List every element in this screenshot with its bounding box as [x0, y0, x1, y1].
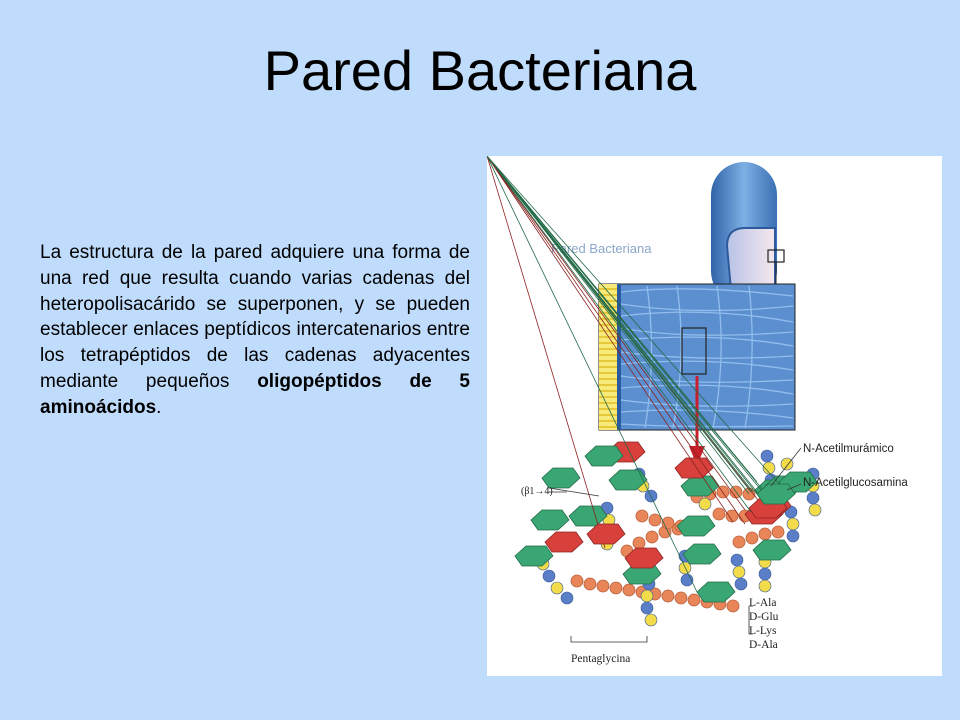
peptidoglycan-network	[487, 156, 822, 627]
pentaglycine-label: Pentaglycina	[571, 653, 630, 665]
aa-d-glu-label: D-Glu	[749, 611, 779, 623]
aa-l-ala-label: L-Ala	[749, 597, 776, 609]
wall-label: Pared Bacteriana	[551, 241, 652, 256]
slide-title: Pared Bacteriana	[263, 39, 697, 102]
body-paragraph: La estructura de la pared adquiere una f…	[40, 240, 470, 421]
bacterium-cell	[711, 162, 785, 306]
paragraph-end: .	[156, 396, 162, 418]
label-leaders	[548, 447, 802, 643]
nag-label: N-Acetilglucosamina	[803, 477, 908, 489]
paragraph-bold-text: oligopéptidos de 5 aminoácidos	[40, 370, 471, 418]
amino-acid-legend: L-Ala D-Glu L-Lys D-Ala	[749, 597, 779, 651]
paragraph-text: La estructura de la pared adquiere una f…	[40, 242, 470, 392]
aa-l-lys-label: L-Lys	[749, 625, 777, 637]
bacterial-wall-figure: Pared Bacteriana	[487, 156, 942, 676]
nam-label: N-Acetilmurámico	[803, 443, 894, 455]
bond-label: (β1→4)	[521, 486, 553, 497]
aa-d-ala-label: D-Ala	[749, 639, 778, 651]
peptidoglycan-illustration: Pared Bacteriana	[487, 156, 908, 665]
